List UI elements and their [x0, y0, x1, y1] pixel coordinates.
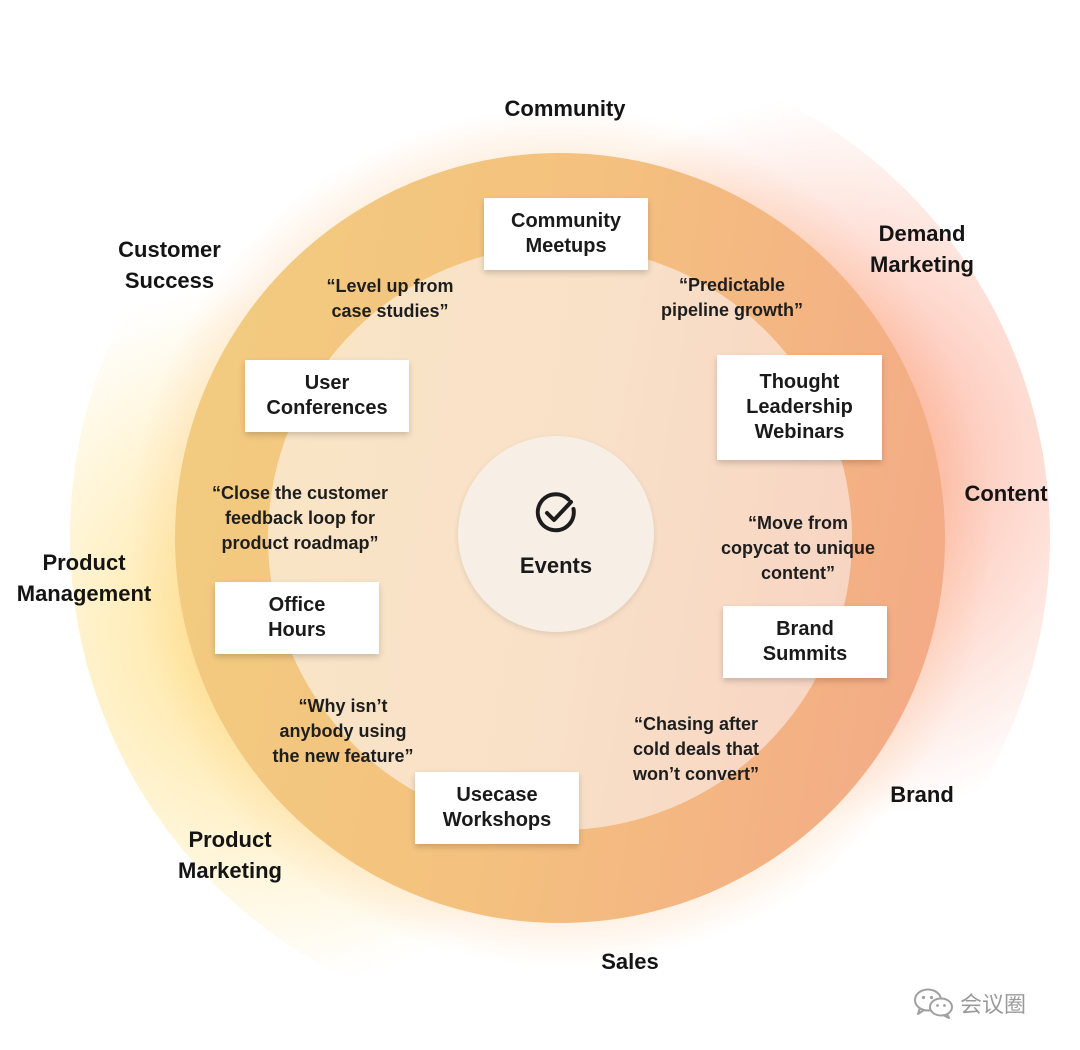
dept-product-marketing: Product Marketing [178, 827, 282, 883]
card-office-hours: Office Hours [215, 582, 379, 654]
watermark-text: 会议圈 [960, 993, 1027, 1018]
wechat-icon [914, 988, 953, 1019]
watermark: 会议圈 [912, 985, 1026, 1021]
card-community-meetups: Community Meetups [484, 198, 648, 270]
card-user-conferences: User Conferences [245, 360, 409, 432]
quote-unique-content: “Move from copycat to unique content” [720, 513, 875, 583]
quote-pipeline: “Predictable pipeline growth” [661, 275, 803, 320]
center-hub [458, 436, 654, 632]
quote-cold-deals: “Chasing after cold deals that won’t con… [632, 714, 760, 784]
dept-content: Content [964, 481, 1048, 506]
center-label: Events [519, 553, 593, 578]
card-brand-summits: Brand Summits [723, 606, 887, 678]
quote-feedback-loop: “Close the customer feedback loop for pr… [211, 483, 389, 553]
dept-community: Community [504, 96, 626, 121]
card-thought-leadership-webinars: Thought Leadership Webinars [717, 355, 882, 460]
dept-product-management: Product Management [16, 550, 152, 606]
dept-customer-success: Customer Success [118, 237, 221, 293]
quote-new-feature: “Why isn’t anybody using the new feature… [272, 696, 414, 766]
quote-case-studies: “Level up from case studies” [326, 276, 454, 321]
check-circle-icon [535, 492, 576, 533]
card-usecase-workshops: Usecase Workshops [415, 772, 579, 844]
dept-demand-marketing: Demand Marketing [870, 221, 974, 277]
dept-sales: Sales [601, 949, 659, 974]
dept-brand: Brand [890, 782, 954, 807]
